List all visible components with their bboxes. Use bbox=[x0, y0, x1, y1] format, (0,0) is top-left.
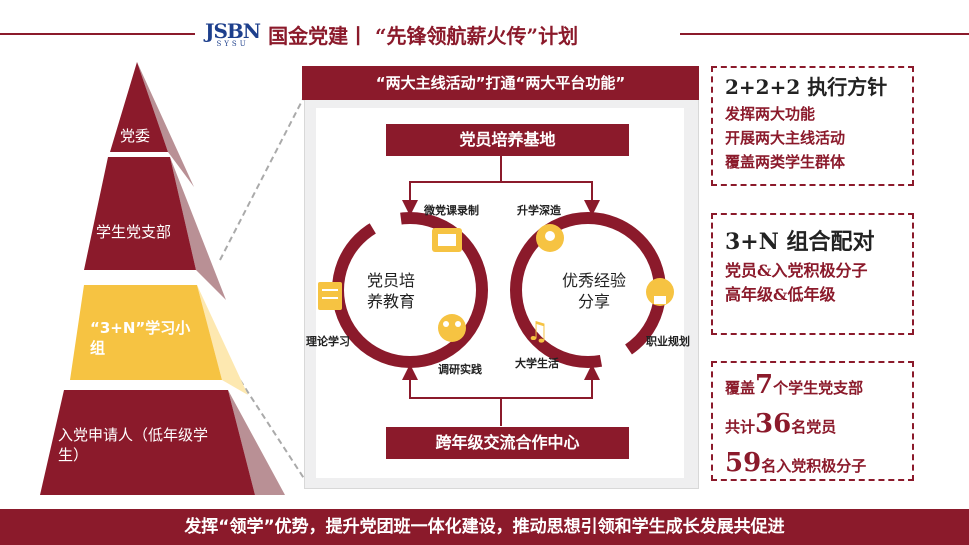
idea-icon bbox=[536, 224, 564, 252]
activity-college-life: 大学生活 bbox=[515, 357, 559, 370]
center-top-banner: “两大主线活动”打通“两大平台功能” bbox=[302, 66, 699, 100]
pairing-heading: 3+N 组合配对 bbox=[725, 229, 875, 255]
base-top-box: 党员培养基地 bbox=[386, 124, 629, 156]
policy-line-3: 覆盖两类学生群体 bbox=[725, 153, 846, 171]
base-bottom-box: 跨年级交流合作中心 bbox=[386, 427, 629, 459]
activity-career: 职业规划 bbox=[646, 335, 690, 348]
coverage-line-2: 共计36名党员 bbox=[725, 406, 900, 445]
pyramid-level3-side bbox=[197, 285, 248, 395]
coverage-activist-count: 59 bbox=[725, 448, 762, 478]
pyramid-level1-side bbox=[137, 62, 194, 187]
pyramid-level2-side bbox=[170, 157, 226, 300]
team-icon bbox=[438, 314, 466, 342]
activity-micro-course: 微党课录制 bbox=[424, 204, 479, 217]
pairing-line-1: 党员&入党积极分子 bbox=[725, 261, 868, 280]
coverage-member-count: 36 bbox=[755, 409, 792, 439]
pyramid-level2 bbox=[84, 157, 196, 270]
pyramid-level4-label: 入党申请人（低年级学生） bbox=[58, 426, 209, 464]
right-circle-label: 优秀经验分享 bbox=[561, 271, 626, 311]
books-icon bbox=[318, 282, 342, 310]
pyramid-level3 bbox=[70, 285, 222, 380]
activity-research: 调研实践 bbox=[438, 363, 482, 376]
coverage-branch-count: 7 bbox=[755, 370, 774, 400]
film-icon bbox=[432, 228, 462, 252]
footer-banner: 发挥“领学”优势，提升党团班一体化建设，推动思想引领和学生成长发展共促进 bbox=[0, 509, 969, 545]
pyramid-level1 bbox=[110, 62, 168, 152]
coverage-line-1: 覆盖7个学生党支部 bbox=[725, 367, 900, 406]
coverage-line-3: 59名入党积极分子 bbox=[725, 445, 900, 484]
svg-text:♫: ♫ bbox=[526, 317, 549, 347]
info-box-coverage: 覆盖7个学生党支部 共计36名党员 59名入党积极分子 bbox=[711, 361, 914, 481]
header-rule-left bbox=[0, 33, 195, 35]
info-box-pairing: 3+N 组合配对 党员&入党积极分子 高年级&低年级 bbox=[711, 213, 914, 335]
coverage-line-1-post: 个学生党支部 bbox=[773, 379, 864, 397]
coverage-line-2-post: 名党员 bbox=[791, 418, 837, 436]
music-icon: ♫ bbox=[526, 317, 549, 347]
coverage-line-1-pre: 覆盖 bbox=[725, 379, 756, 397]
info-box-policy: 2+2+2 执行方针 发挥两大功能 开展两大主线活动 覆盖两类学生群体 bbox=[711, 66, 914, 186]
coverage-line-3-post: 名入党积极分子 bbox=[761, 457, 867, 475]
activity-further-study: 升学深造 bbox=[517, 204, 561, 217]
header-rule-right bbox=[680, 33, 969, 35]
policy-line-2: 开展两大主线活动 bbox=[725, 129, 846, 147]
activity-theory: 理论学习 bbox=[306, 335, 350, 348]
policy-line-1: 发挥两大功能 bbox=[725, 105, 816, 123]
logo-sub: SYSU bbox=[216, 39, 249, 48]
pyramid-level3-label: “3+N”学习小组 bbox=[90, 319, 191, 357]
header: JSBN SYSU 国金党建丨 “先锋领航薪火传”计划 bbox=[205, 14, 578, 54]
pyramid-level2-label: 学生党支部 bbox=[96, 223, 172, 241]
logo-main: JSBN bbox=[205, 18, 261, 43]
page-title: 国金党建丨 “先锋领航薪火传”计划 bbox=[268, 23, 579, 48]
pairing-line-2: 高年级&低年级 bbox=[725, 285, 836, 304]
cycle-diagram: ♫ bbox=[318, 156, 674, 426]
pyramid-diagram bbox=[40, 62, 306, 495]
pyramid-level4 bbox=[40, 390, 255, 495]
coverage-line-2-pre: 共计 bbox=[725, 418, 756, 436]
policy-heading: 2+2+2 执行方针 bbox=[725, 75, 888, 99]
logo: JSBN SYSU bbox=[205, 18, 261, 48]
career-icon bbox=[646, 278, 674, 306]
pyramid-level4-side bbox=[228, 390, 285, 495]
pyramid-level1-label: 党委 bbox=[120, 127, 151, 145]
left-circle-label: 党员培养教育 bbox=[366, 271, 415, 311]
connector-line-top bbox=[219, 94, 306, 261]
